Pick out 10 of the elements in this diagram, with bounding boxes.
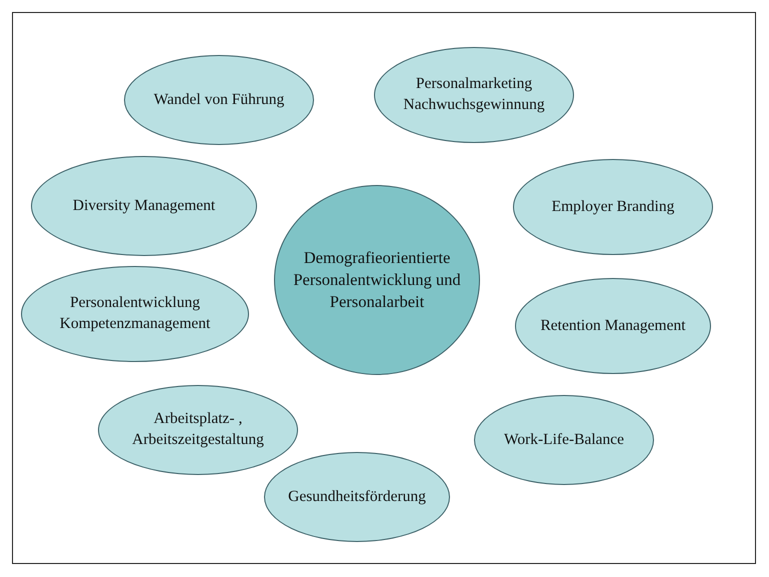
node-label: Work-Life-Balance	[504, 430, 624, 450]
node-label: Personalentwicklung Kompetenzmanagement	[58, 293, 212, 334]
node-label: Personalmarketing Nachwuchsgewinnung	[402, 74, 546, 115]
node-label: Retention Management	[540, 316, 686, 336]
node-label: Arbeitsplatz- , Arbeitszeitgestaltung	[131, 409, 265, 450]
node-label: Gesundheitsförderung	[288, 486, 426, 507]
node-label: Employer Branding	[552, 196, 674, 217]
node-label: Wandel von Führung	[154, 90, 284, 110]
node-label: Demografieorientierte Personalentwicklung und Personalarbeit	[292, 246, 462, 314]
node-label: Diversity Management	[72, 196, 216, 216]
